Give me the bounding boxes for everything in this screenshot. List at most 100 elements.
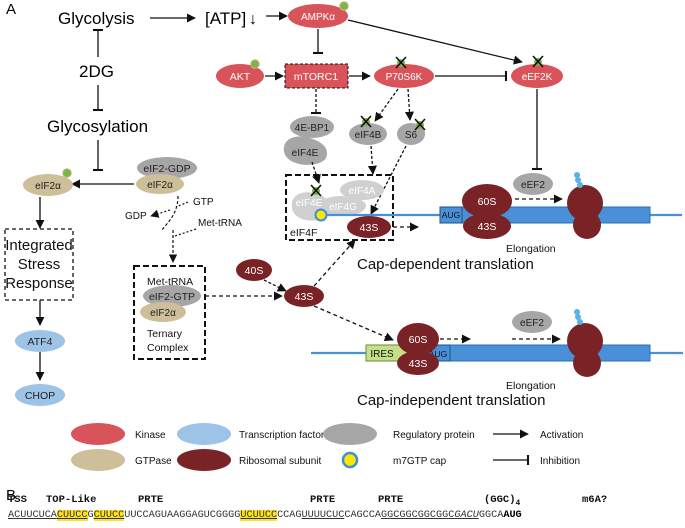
43s-cap-node — [347, 216, 391, 238]
dephospho-eif4e-icon — [310, 184, 322, 197]
elongating-ribosome-top-large — [567, 185, 603, 221]
legend-gtpase-label: GTPase — [135, 456, 172, 467]
tc-eif2a-node — [140, 302, 186, 322]
legend-ribosomal-swatch — [177, 449, 231, 471]
tc-label-line-2: Complex — [147, 342, 189, 354]
gdp-release-arrow — [150, 209, 171, 218]
eif2a-p-node — [23, 174, 73, 196]
atp-decrease-arrow: ↓ — [249, 11, 257, 28]
legend-gtpase-swatch — [71, 449, 125, 471]
ampk-node — [288, 4, 348, 28]
panel-b-label: B — [6, 487, 16, 504]
seq-ggc-label: (GGC)4 — [484, 494, 520, 508]
eif2-recycling-path — [161, 195, 179, 231]
eif4a-label: eIF4A — [349, 186, 376, 197]
eif4f-label: eIF4F — [290, 227, 317, 239]
isr-box — [4, 228, 74, 301]
eif4e-bound-node — [283, 136, 328, 165]
seq-prte2-label: PRTE — [310, 494, 336, 506]
tc-label-line-1: Ternary — [147, 328, 183, 340]
nascent-peptide-top-icon — [574, 172, 583, 188]
eif4a-node — [340, 180, 384, 200]
s6-label: S6 — [405, 130, 418, 141]
eif4g-node — [318, 196, 366, 216]
phospho-akt-icon — [250, 59, 260, 69]
akt-node — [216, 64, 264, 88]
legend-inhibition-label: Inhibition — [540, 456, 580, 467]
seq-ggc-sub: 4 — [515, 499, 521, 509]
legend-activation-label: Activation — [540, 430, 583, 441]
dephospho-p70s6k-icon — [395, 56, 407, 69]
aug-top-label: AUG — [442, 210, 460, 220]
tc-eif2a-label: eIF2α — [150, 308, 176, 319]
phospho-ampk-icon — [339, 1, 349, 11]
chop-node — [15, 384, 65, 406]
panel-a-label: A — [6, 1, 16, 18]
eif2a-gdp-node — [136, 174, 184, 194]
40s-43s-arrow — [263, 279, 287, 292]
p70s6k-eif4b-arrow — [374, 88, 399, 122]
60s-top-label: 60S — [478, 196, 497, 208]
dephospho-eef2k-icon — [532, 55, 544, 68]
43s-bottom-label: 43S — [409, 358, 428, 370]
eif4e-bound-label: eIF4E — [292, 148, 319, 159]
legend-tf-label: Transcription factor — [239, 430, 325, 441]
legend-regulatory-label: Regulatory protein — [393, 430, 475, 441]
atf4-label: ATF4 — [28, 336, 53, 348]
seq-start-codon: AUG — [503, 510, 522, 521]
utr-sequence: ACUUCUCACUUCCGCUUCCUUCCAGUAAGGAGUCGGGGUC… — [8, 510, 522, 521]
s6-node — [397, 123, 425, 145]
43s-ires-arrow — [313, 305, 394, 341]
eif4b-label: eIF4B — [355, 130, 382, 141]
isr-line-1: Integrated — [5, 237, 73, 254]
p70s6k-node — [374, 64, 434, 88]
seq-tss-base: A — [8, 510, 15, 521]
seq-prte3-label: PRTE — [378, 494, 404, 506]
eif2-gdp-node — [137, 157, 197, 179]
40s-node — [236, 259, 272, 281]
seq-prte-3: UUUUCUC — [301, 510, 345, 521]
eif4b-eif4f-arrow — [367, 145, 377, 175]
43s-mid-node — [284, 285, 324, 307]
seq-ggc-repeat: GGCGGCGGCGGC — [381, 510, 455, 521]
elongating-ribosome-top-small — [573, 211, 601, 239]
ires-label: IRES — [370, 349, 394, 360]
phospho-eif2a-icon — [62, 168, 72, 178]
43s-bottom-node — [397, 351, 439, 375]
eef2k-label: eEF2K — [522, 72, 553, 83]
legend-ribosomal-label: Ribosomal subunit — [239, 456, 321, 467]
elongating-ribosome-bottom-small — [573, 349, 601, 377]
legend: Kinase GTPase Transcription factor Ribos… — [71, 423, 583, 471]
40s-label: 40S — [245, 265, 264, 277]
seq-pre-aug: GGCA — [478, 510, 504, 521]
43s-mid-label: 43S — [295, 291, 314, 303]
eif2-gtp-label: eIF2-GTP — [149, 291, 195, 303]
atf4-node — [15, 330, 65, 352]
60s-bottom-node — [397, 323, 439, 355]
seq-mid-2: CCAG — [277, 510, 302, 521]
60s-bottom-label: 60S — [409, 334, 428, 346]
legend-kinase-swatch — [71, 423, 125, 445]
mtorc1-label: mTORC1 — [294, 71, 338, 83]
elongation-top-label: Elongation — [506, 243, 556, 255]
nascent-peptide-bottom-icon — [574, 309, 583, 325]
ampk-label: AMPKα — [301, 12, 335, 23]
p70s6k-label: P70S6K — [386, 72, 423, 83]
p70s6k-s6-arrow — [404, 88, 415, 121]
4ebp1-node — [290, 116, 334, 138]
m7gtp-cap-icon — [314, 208, 328, 222]
seq-mid-1: UUCCAGUAAGGAGUCGGGG — [124, 510, 241, 521]
eef2-top-node — [513, 173, 553, 195]
eif4e-label: eIF4E — [296, 198, 323, 209]
atp-label: [ATP] — [205, 9, 246, 28]
eef2-bottom-node — [512, 311, 552, 333]
legend-cap-swatch — [341, 451, 359, 469]
isr-line-2: Stress — [18, 256, 61, 273]
gtp-label: GTP — [193, 197, 214, 208]
seq-prte-1b: CUUCC — [93, 510, 125, 521]
eif4g-label: eIF4G — [329, 202, 357, 213]
tc-met-trna-label: Met-tRNA — [147, 276, 193, 288]
seq-top-like-label: TOP-Like — [46, 494, 97, 506]
aug-top-box — [439, 206, 463, 224]
